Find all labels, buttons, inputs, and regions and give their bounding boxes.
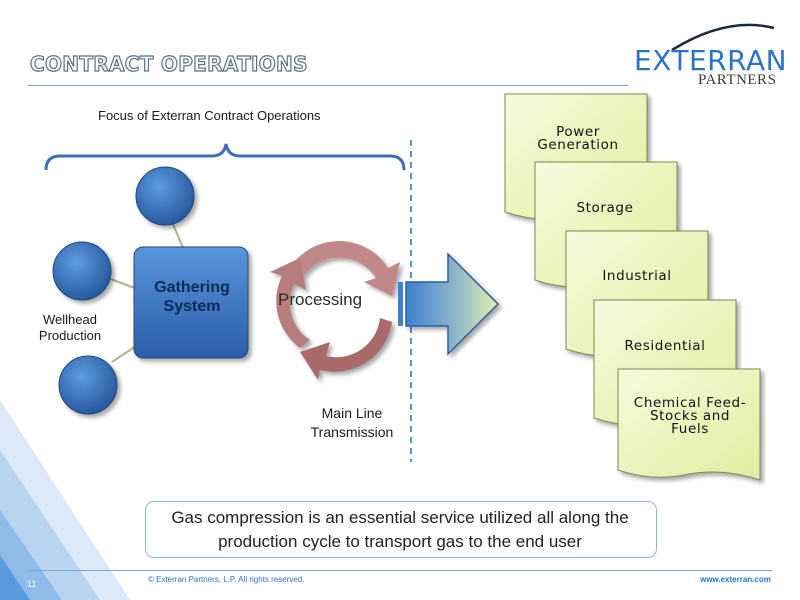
exterran-logo: EXTERRAN ® PARTNERS xyxy=(632,20,787,92)
focus-label: Focus of Exterran Contract Operations xyxy=(98,108,321,123)
flow-arrow-bar xyxy=(398,282,403,326)
website-link[interactable]: www.exterran.com xyxy=(700,575,771,584)
corner-decoration xyxy=(0,400,130,600)
market-label-chemical: Chemical Feed-Stocks and Fuels xyxy=(633,395,747,437)
wellhead-production-label: Wellhead Production xyxy=(38,312,102,343)
logo-registered-mark: ® xyxy=(769,50,775,57)
footer-divider xyxy=(28,570,772,571)
copyright-text: © Exterran Partners, L.P. All rights res… xyxy=(148,575,305,584)
market-label-industrial: Industrial xyxy=(602,268,672,284)
processing-label: Processing xyxy=(278,290,363,309)
logo-swoosh-icon xyxy=(671,23,775,52)
market-card-chemical xyxy=(617,368,761,481)
market-label-power-generation: Power Generation xyxy=(537,124,619,153)
market-label-residential: Residential xyxy=(624,338,706,354)
logo-subtitle: PARTNERS xyxy=(698,72,777,88)
market-label-storage: Storage xyxy=(576,200,634,216)
wellhead-node-bottom xyxy=(58,355,118,415)
gathering-system-label: Gathering System xyxy=(154,279,230,315)
gathering-system-box xyxy=(133,246,249,359)
flow-arrow xyxy=(405,252,500,356)
wellhead-node-top xyxy=(135,166,195,226)
focus-brace xyxy=(44,143,406,171)
end-market-documents xyxy=(504,93,761,481)
title-divider xyxy=(28,85,628,86)
logo-wordmark: EXTERRAN xyxy=(634,44,788,77)
callout-box xyxy=(145,501,657,558)
slide-title: CONTRACT OPERATIONS xyxy=(29,51,308,76)
processing-cycle-icon xyxy=(270,241,400,380)
wellhead-node-left xyxy=(52,241,112,301)
callout-text: Gas compression is an essential service … xyxy=(171,508,629,551)
page-number: 11 xyxy=(27,579,37,589)
main-line-transmission-label: Main Line Transmission xyxy=(310,405,394,440)
